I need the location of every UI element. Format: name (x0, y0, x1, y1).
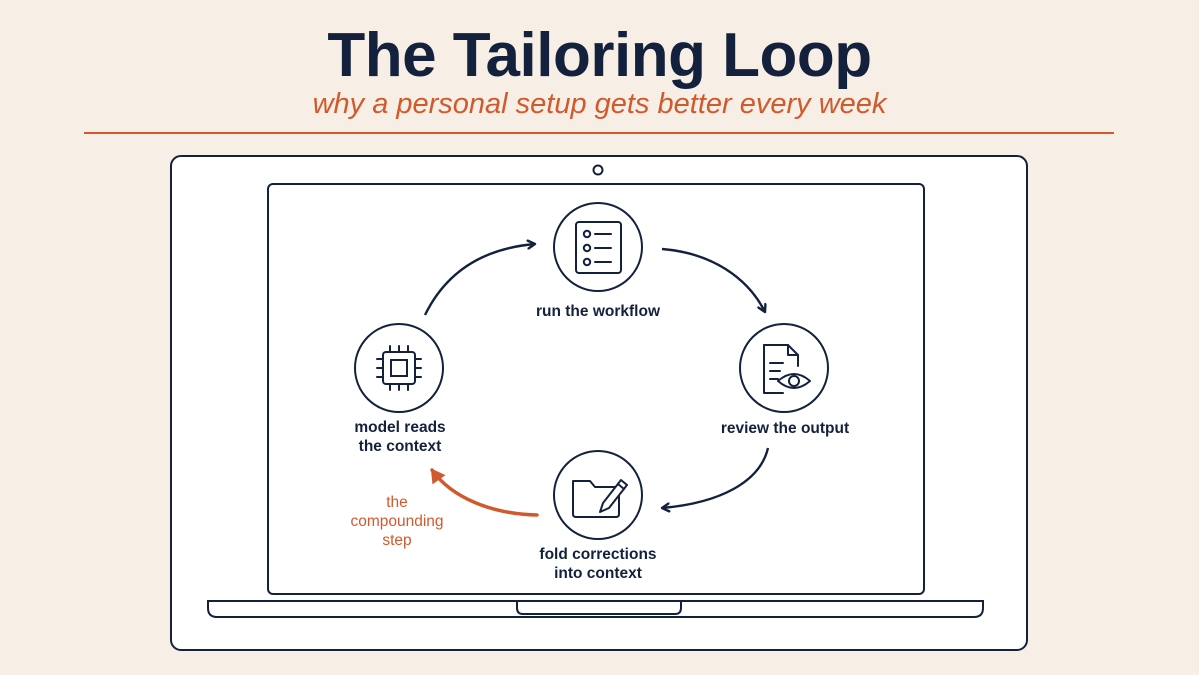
chip-icon (376, 345, 422, 391)
arrow-compounding-step (430, 468, 539, 517)
page-subtitle: why a personal setup gets better every w… (312, 88, 887, 120)
node-review-output (739, 323, 829, 413)
arrow-run-to-review (661, 247, 765, 312)
webcam-dot (592, 164, 604, 176)
laptop-screen (267, 183, 925, 595)
laptop-illustration (170, 155, 1028, 651)
folder-pencil-icon (572, 479, 628, 518)
compounding-step-label: the compounding step (350, 494, 444, 549)
node-run-workflow (553, 202, 643, 292)
page-title: The Tailoring Loop (327, 21, 872, 90)
laptop-base (207, 600, 984, 618)
arrow-review-to-fold (662, 447, 770, 508)
step-label-run-workflow: run the workflow (536, 303, 660, 320)
step-label-model-reads: model reads the context (354, 419, 446, 455)
arrow-context-to-run (423, 244, 535, 316)
checklist-icon (575, 221, 622, 274)
node-fold-corrections (553, 450, 643, 540)
document-eye-icon (763, 344, 811, 394)
laptop-notch (516, 601, 682, 615)
node-model-reads (354, 323, 444, 413)
title-divider (84, 132, 1114, 134)
step-label-fold-corrections: fold corrections into context (539, 546, 657, 582)
step-label-review-output: review the output (720, 420, 850, 437)
